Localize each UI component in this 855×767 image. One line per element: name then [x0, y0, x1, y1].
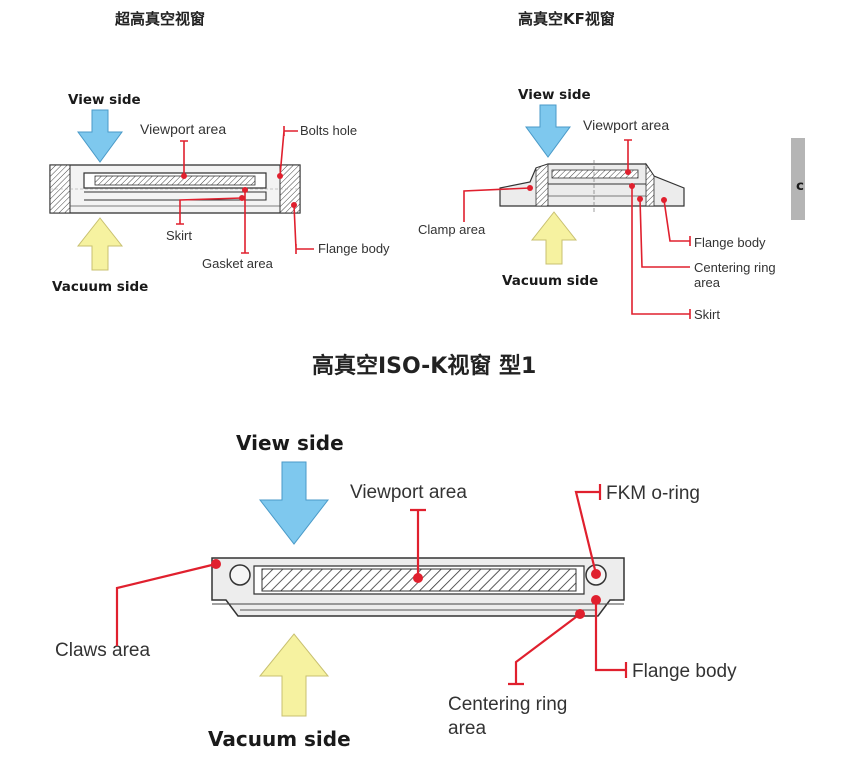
diagram2-label-centering-ring-2: area [694, 275, 721, 290]
diagram2-label-clamp-area: Clamp area [418, 222, 486, 237]
diagram1-label-bolts-hole: Bolts hole [300, 123, 357, 138]
diagram3-vacuum-side: Vacuum side [208, 727, 351, 751]
diagram1-vacuum-side: Vacuum side [52, 279, 148, 295]
diagram-iso-k: 高真空ISO-K视窗 型1 View side Vacuum side View… [55, 353, 737, 751]
edge-tab-letter: c [796, 178, 804, 194]
vacuum-side-arrow [530, 211, 578, 265]
view-side-arrow [77, 109, 123, 163]
diagram-kf: 高真空KF视窗 View side Vacuum side Viewport a… [418, 10, 776, 322]
iso-k-flange-section [211, 557, 625, 617]
vacuum-side-arrow [258, 633, 330, 717]
diagram2-label-viewport-area: Viewport area [583, 117, 669, 133]
edge-tab: c [791, 138, 855, 220]
diagram3-view-side: View side [236, 431, 344, 455]
diagram3-label-fkm-oring: FKM o-ring [606, 483, 700, 504]
diagram-uhv: 超高真空视窗 View side Vacuum side Viewport ar… [49, 10, 390, 295]
view-side-arrow [525, 104, 571, 158]
diagram1-label-skirt: Skirt [166, 228, 192, 243]
diagram1-label-gasket-area: Gasket area [202, 256, 274, 271]
diagram1-label-viewport-area: Viewport area [140, 121, 226, 137]
kf-flange-section [499, 160, 685, 214]
diagram2-label-centering-ring-1: Centering ring [694, 260, 776, 275]
diagram2-label-flange-body: Flange body [694, 235, 766, 250]
diagram2-label-skirt: Skirt [694, 307, 720, 322]
diagram3-label-viewport-area: Viewport area [350, 482, 467, 503]
diagram1-label-flange-body: Flange body [318, 241, 390, 256]
diagram3-label-flange-body: Flange body [632, 661, 737, 682]
view-side-arrow [258, 461, 330, 545]
diagram2-vacuum-side: Vacuum side [502, 273, 598, 289]
diagram3-title: 高真空ISO-K视窗 型1 [312, 353, 536, 379]
vacuum-side-arrow [76, 217, 124, 271]
diagram3-label-claws-area: Claws area [55, 640, 150, 661]
diagram2-view-side: View side [518, 87, 591, 103]
uhv-flange-section [49, 164, 301, 214]
diagram1-title: 超高真空视窗 [114, 10, 205, 28]
diagram1-view-side: View side [68, 92, 141, 108]
diagram3-label-centering-ring-2: area [448, 718, 486, 739]
diagram2-title: 高真空KF视窗 [518, 10, 615, 28]
diagram3-label-centering-ring-1: Centering ring [448, 694, 567, 715]
